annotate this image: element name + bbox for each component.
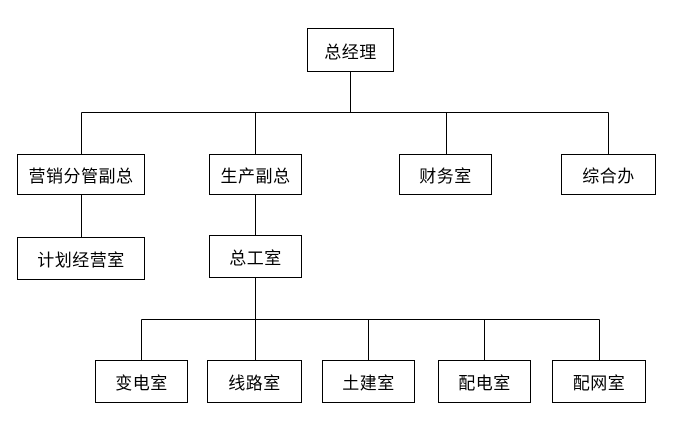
node-general-office: 综合办 [561,154,656,195]
node-grid-office: 配网室 [552,360,646,403]
node-label: 财务室 [419,167,472,187]
node-production-vp: 生产副总 [209,154,302,195]
node-finance-office: 财务室 [399,154,492,195]
node-chief-engineer-office: 总工室 [209,235,302,278]
node-label: 总工室 [229,249,282,269]
node-substation-office: 变电室 [95,360,188,403]
node-distribution-office: 配电室 [438,360,531,403]
node-label: 计划经营室 [37,251,125,271]
node-general-manager: 总经理 [307,28,394,72]
node-label: 线路室 [228,374,281,394]
node-marketing-vp: 营销分管副总 [17,154,145,195]
node-label: 变电室 [115,374,168,394]
node-label: 生产副总 [220,167,291,187]
node-label: 土建室 [342,374,395,394]
node-civil-office: 土建室 [322,360,415,403]
node-line-office: 线路室 [207,360,302,403]
node-label: 配电室 [458,374,511,394]
node-planning-office: 计划经营室 [17,237,145,280]
node-label: 综合办 [582,167,635,187]
node-label: 总经理 [324,42,377,63]
node-label: 配网室 [572,374,626,394]
node-label: 营销分管副总 [28,167,134,187]
